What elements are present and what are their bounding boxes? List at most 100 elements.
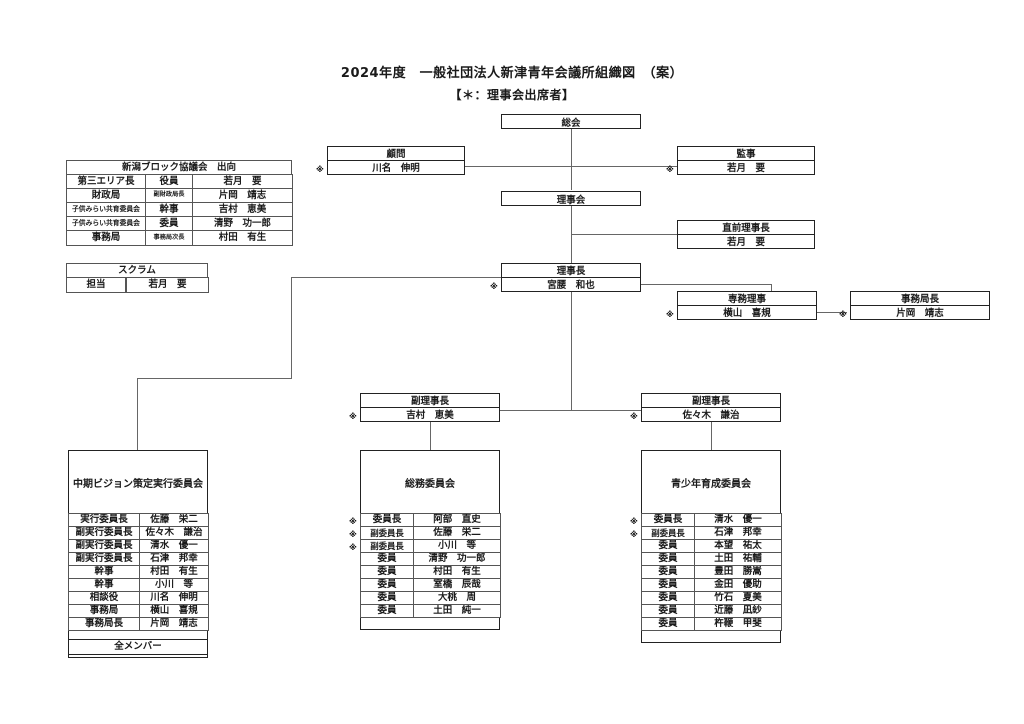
niigata-row-4-post: 事務局次長 [145, 230, 193, 246]
connector-rijicho-fuku-v [571, 284, 572, 410]
node-chokuzen-rijicho: 直前理事長 若月 要 [677, 220, 815, 249]
committee-soumu-title: 総務委員会 [405, 479, 455, 490]
connector-left-down-to-committee [137, 378, 138, 450]
connector-komon-kanji [465, 166, 677, 167]
niigata-row-0-post: 役員 [145, 174, 193, 189]
niigata-row-3-org: 子供みらい共育委員会 [66, 216, 146, 231]
niigata-row-2-post: 幹事 [145, 202, 193, 217]
seishonen-row-8-name: 杵鞭 甲斐 [694, 617, 782, 631]
soumu-row-1-name: 佐藤 栄二 [413, 526, 501, 540]
connector-fuku-right-down [711, 410, 712, 450]
chuki-row-0-post: 実行委員長 [68, 513, 140, 527]
soumu-row-0-post: 委員長 [360, 513, 414, 527]
soumu-row-1-marker: ※ [349, 530, 357, 539]
soumu-row-3-post: 委員 [360, 552, 414, 566]
node-jimukyoku-title: 事務局長 [851, 292, 989, 306]
connector-fuku-left-down [430, 410, 431, 450]
node-kanji: 監事 若月 要 [677, 146, 815, 175]
chuki-row-2-name: 清水 優一 [139, 539, 209, 553]
seishonen-row-2-post: 委員 [641, 539, 695, 553]
node-komon: 顧問 川名 伸明 [327, 146, 465, 175]
soumu-row-5-name: 室橋 辰哉 [413, 578, 501, 592]
connector-fuku-row-h [430, 410, 712, 411]
niigata-row-1-org: 財政局 [66, 188, 146, 203]
node-kanji-title: 監事 [678, 147, 814, 161]
niigata-row-0-name: 若月 要 [192, 174, 293, 189]
node-fuku-rijicho-right: 副理事長 佐々木 謙治 [641, 393, 781, 422]
node-rijikai: 理事会 [501, 191, 641, 206]
seishonen-row-2-name: 本望 祐太 [694, 539, 782, 553]
chuki-row-5-post: 幹事 [68, 578, 140, 592]
chuki-footer-all-members: 全メンバー [68, 639, 208, 655]
scrum-post: 担当 [66, 277, 126, 293]
chuki-row-7-name: 横山 喜規 [139, 604, 209, 618]
seishonen-row-7-post: 委員 [641, 604, 695, 618]
node-jimukyoku-cho: 事務局長 片岡 靖志 [850, 291, 990, 320]
niigata-row-1-name: 片岡 靖志 [192, 188, 293, 203]
niigata-row-4-name: 村田 有生 [192, 230, 293, 246]
seishonen-row-1-name: 石津 邦幸 [694, 526, 782, 540]
committee-soumu: 総務委員会 委員長 阿部 直史 副委員長 佐藤 栄二 副委員長 小川 等 委員 … [360, 450, 501, 630]
soumu-row-0-marker: ※ [349, 517, 357, 526]
chuki-row-2-post: 副実行委員長 [68, 539, 140, 553]
seishonen-row-6-name: 竹石 夏美 [694, 591, 782, 605]
node-fuku-left-name: 吉村 恵美 [406, 410, 454, 422]
node-rijicho: 理事長 宮腰 和也 [501, 263, 641, 292]
node-soukai: 総会 [501, 114, 641, 129]
seishonen-row-4-name: 豊田 勝嵩 [694, 565, 782, 579]
chuki-row-0-name: 佐藤 栄二 [139, 513, 209, 527]
node-fuku-rijicho-left: 副理事長 吉村 恵美 [360, 393, 500, 422]
soumu-row-4-name: 村田 有生 [413, 565, 501, 579]
connector-rijicho-left-h1 [291, 277, 501, 278]
node-fuku-right-title: 副理事長 [642, 394, 780, 408]
chuki-row-4-name: 村田 有生 [139, 565, 209, 579]
seishonen-row-0-marker: ※ [630, 517, 638, 526]
connector-rijicho-left-h2 [137, 378, 292, 379]
niigata-block-heading: 新潟ブロック協議会 出向 [66, 160, 292, 175]
node-senmu-riji: 専務理事 横山 喜規 [677, 291, 817, 320]
niigata-block-table: 新潟ブロック協議会 出向 第三エリア長 役員 若月 要 財政局 副財政局長 片岡… [66, 160, 293, 246]
niigata-row-2-name: 吉村 恵美 [192, 202, 293, 217]
node-rijicho-name: 宮腰 和也 [547, 280, 595, 292]
niigata-row-0-org: 第三エリア長 [66, 174, 146, 189]
soumu-row-7-name: 土田 純一 [413, 604, 501, 618]
chuki-row-5-name: 小川 等 [139, 578, 209, 592]
connector-rijikai-rijicho [571, 206, 572, 264]
niigata-row-4-org: 事務局 [66, 230, 146, 246]
node-jimukyoku-name: 片岡 靖志 [896, 308, 944, 320]
kanji-attendee-marker: ※ [666, 165, 674, 174]
soumu-row-1-post: 副委員長 [360, 526, 414, 540]
soumu-row-6-post: 委員 [360, 591, 414, 605]
seishonen-row-5-name: 金田 優助 [694, 578, 782, 592]
soumu-row-4-post: 委員 [360, 565, 414, 579]
scrum-table: スクラム 担当 若月 要 [66, 263, 209, 293]
connector-soukai-rijikai [571, 128, 572, 190]
chuki-row-6-post: 相談役 [68, 591, 140, 605]
committee-chuki-vision-title: 中期ビジョン策定実行委員会 [73, 479, 203, 490]
soumu-row-3-name: 清野 功一郎 [413, 552, 501, 566]
soumu-row-2-post: 副委員長 [360, 539, 414, 553]
chuki-row-8-name: 片岡 靖志 [139, 617, 209, 631]
komon-attendee-marker: ※ [316, 165, 324, 174]
seishonen-row-1-post: 副委員長 [641, 526, 695, 540]
seishonen-row-8-post: 委員 [641, 617, 695, 631]
chuki-row-1-name: 佐々木 謙治 [139, 526, 209, 540]
node-chokuzen-title: 直前理事長 [678, 221, 814, 235]
committee-chuki-vision: 中期ビジョン策定実行委員会 実行委員長 佐藤 栄二 副実行委員長 佐々木 謙治 … [68, 450, 209, 658]
soumu-row-6-name: 大桃 周 [413, 591, 501, 605]
soumu-row-2-marker: ※ [349, 543, 357, 552]
fuku-left-attendee-marker: ※ [349, 412, 357, 421]
connector-rijikai-chokuzen [571, 234, 678, 235]
node-kanji-name: 若月 要 [726, 163, 765, 175]
chuki-row-3-name: 石津 邦幸 [139, 552, 209, 566]
soumu-row-0-name: 阿部 直史 [413, 513, 501, 527]
node-senmu-name: 横山 喜規 [723, 308, 771, 320]
page-subtitle: 【＊：理事会出席者】 [449, 88, 575, 102]
jimukyoku-attendee-marker: ※ [839, 310, 847, 319]
node-chokuzen-name: 若月 要 [726, 237, 765, 249]
seishonen-row-5-post: 委員 [641, 578, 695, 592]
scrum-name: 若月 要 [126, 277, 209, 293]
chuki-row-1-post: 副実行委員長 [68, 526, 140, 540]
senmu-attendee-marker: ※ [666, 310, 674, 319]
